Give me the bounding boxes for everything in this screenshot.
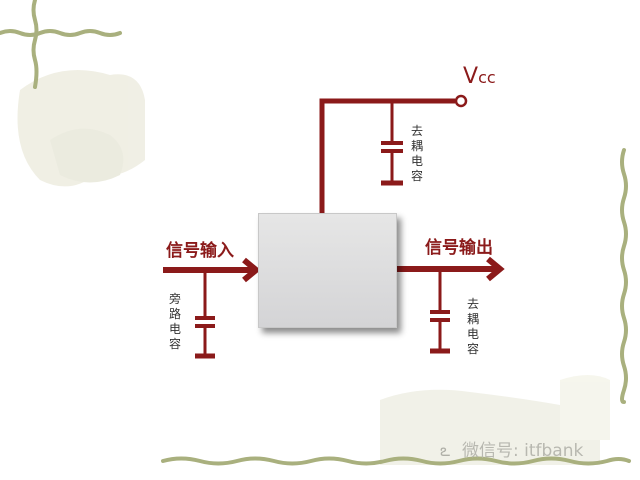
signal-output-label: 信号输出: [425, 238, 493, 258]
wechat-icon: ఽ: [440, 441, 451, 461]
amplifier-block: [258, 213, 397, 328]
vcc-label: Vcc: [463, 64, 496, 89]
bypass-capacitor-label: 旁 路 电 容: [168, 292, 181, 351]
decoupling-capacitor-top-label: 去 耦 电 容: [410, 124, 423, 183]
vcc-terminal: [454, 94, 468, 108]
decoupling-capacitor-output-label: 去 耦 电 容: [466, 297, 479, 356]
signal-input-label: 信号输入: [166, 241, 234, 261]
vcc-wire: [319, 98, 455, 213]
